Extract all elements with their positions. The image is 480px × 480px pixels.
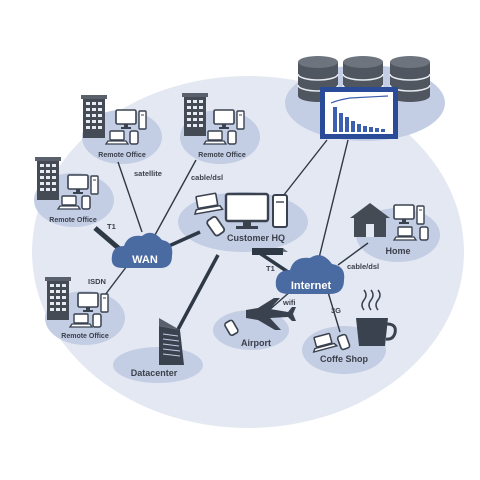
laptop-icon (105, 130, 129, 145)
internet-label: Internet (291, 280, 332, 292)
remote-office-4: Remote Office (45, 277, 109, 340)
remote-office-3-label: Remote Office (49, 217, 97, 224)
link-labels: satellite cable/dsl T1 ISDN T1 cable/dsl… (88, 169, 379, 315)
remote-office-3: Remote Office (35, 157, 99, 224)
remote-office-2: Remote Office (182, 93, 246, 159)
datacenter-building-icon (159, 318, 184, 365)
3g-link (327, 291, 341, 333)
office-building-icon (81, 95, 107, 138)
remote-office-4-label: Remote Office (61, 333, 109, 340)
cable-dsl-label-1: cable/dsl (191, 173, 223, 182)
airplane-icon (246, 298, 296, 330)
phone-icon (227, 130, 237, 145)
data-internet-link (317, 139, 349, 263)
datacenter-label: Datacenter (131, 368, 178, 378)
t1-wan-label: T1 (107, 222, 116, 231)
phone-icon (206, 215, 226, 237)
customer-hq-label: Customer HQ (227, 233, 285, 243)
cable-dsl-label-2: cable/dsl (347, 262, 379, 271)
wan-datacenter-link (173, 254, 220, 336)
cable-dsl-link-2 (337, 242, 369, 266)
office-building-icon (45, 277, 71, 320)
router-icon (252, 248, 288, 255)
t1-internet-link (257, 250, 289, 274)
phone-icon (92, 313, 102, 328)
datacenter: Datacenter (131, 318, 184, 378)
phone-icon (224, 319, 239, 337)
laptop-icon (203, 130, 227, 145)
t1-internet-label: T1 (266, 264, 275, 273)
chart-monitor-icon (320, 87, 398, 139)
airport-label: Airport (241, 338, 271, 348)
laptop-icon (312, 332, 339, 354)
coffee-cup-icon (356, 289, 397, 346)
3g-label: 3G (331, 306, 341, 315)
laptop-icon (69, 313, 93, 328)
wan-cloud: WAN (111, 232, 173, 268)
remote-office-1-label: Remote Office (98, 152, 146, 159)
phone-icon (336, 333, 351, 351)
wan-label: WAN (132, 254, 158, 266)
phone-icon (81, 195, 91, 210)
wifi-label: wifi (282, 298, 296, 307)
phone-icon (419, 226, 429, 241)
satellite-label: satellite (134, 169, 162, 178)
remote-office-1: Remote Office (81, 95, 147, 159)
remote-office-2-label: Remote Office (198, 152, 246, 159)
internet-cloud: Internet (275, 255, 345, 294)
data-storage (297, 55, 431, 139)
office-building-icon (35, 157, 61, 200)
home-label: Home (385, 246, 410, 256)
office-building-icon (182, 93, 208, 136)
coffee-shop: Coffe Shop (312, 289, 397, 364)
home: Home (350, 203, 429, 256)
airport: Airport (224, 298, 296, 348)
satellite-link (117, 161, 143, 233)
cable-dsl-link-1 (154, 159, 197, 236)
isdn-label: ISDN (88, 277, 106, 286)
connection-lines (93, 139, 369, 336)
coffee-shop-label: Coffe Shop (320, 354, 368, 364)
customer-hq: Customer HQ (193, 192, 288, 243)
desktop-computer-icon (224, 192, 288, 229)
laptop-icon (193, 192, 224, 216)
house-icon (350, 203, 390, 237)
phone-icon (129, 130, 139, 145)
